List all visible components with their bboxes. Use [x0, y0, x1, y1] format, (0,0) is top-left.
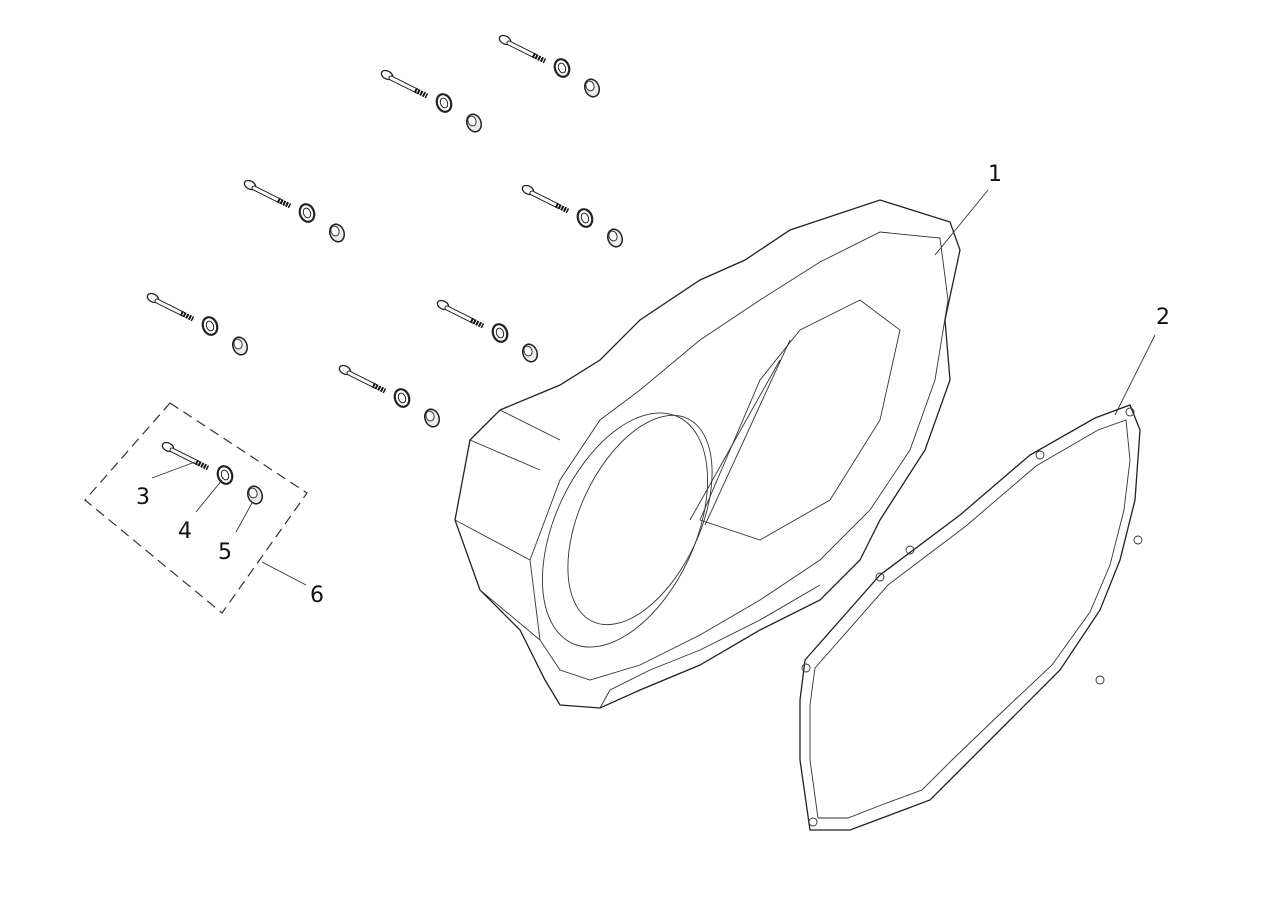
- bolt: [498, 34, 547, 64]
- bolt: [380, 69, 429, 99]
- fastener-set: [498, 34, 601, 98]
- nut: [246, 485, 264, 505]
- nut: [606, 228, 624, 248]
- nut: [465, 113, 483, 133]
- kit-dashed-box: [84, 402, 308, 614]
- washer: [201, 316, 219, 336]
- fastener-set: [338, 364, 441, 428]
- washer: [393, 388, 411, 408]
- washer: [491, 323, 509, 343]
- fastener-set: [161, 441, 264, 505]
- bolt: [521, 184, 570, 214]
- bolt: [243, 179, 292, 209]
- callout-4: 4: [178, 519, 192, 544]
- fastener-sets: [146, 34, 624, 505]
- cover-part: [454, 199, 961, 709]
- bolt: [161, 441, 210, 471]
- fastener-set: [521, 184, 624, 248]
- callout-6: 6: [310, 583, 324, 608]
- fastener-set: [243, 179, 346, 243]
- nut: [583, 78, 601, 98]
- bolt: [338, 364, 387, 394]
- bolt: [436, 299, 485, 329]
- washer: [216, 465, 234, 485]
- washer: [553, 58, 571, 78]
- callout-2: 2: [1156, 305, 1170, 330]
- nut: [521, 343, 539, 363]
- callout-5: 5: [218, 540, 232, 565]
- nut: [231, 336, 249, 356]
- nut: [328, 223, 346, 243]
- callout-3: 3: [136, 485, 150, 510]
- fastener-set: [436, 299, 539, 363]
- bolt: [146, 292, 195, 322]
- gasket-part: [799, 404, 1143, 831]
- nut: [423, 408, 441, 428]
- leader-lines: [151, 189, 1156, 586]
- fastener-set: [146, 292, 249, 356]
- washer: [435, 93, 453, 113]
- fastener-set: [380, 69, 483, 133]
- washer: [298, 203, 316, 223]
- washer: [576, 208, 594, 228]
- callout-1: 1: [988, 162, 1002, 187]
